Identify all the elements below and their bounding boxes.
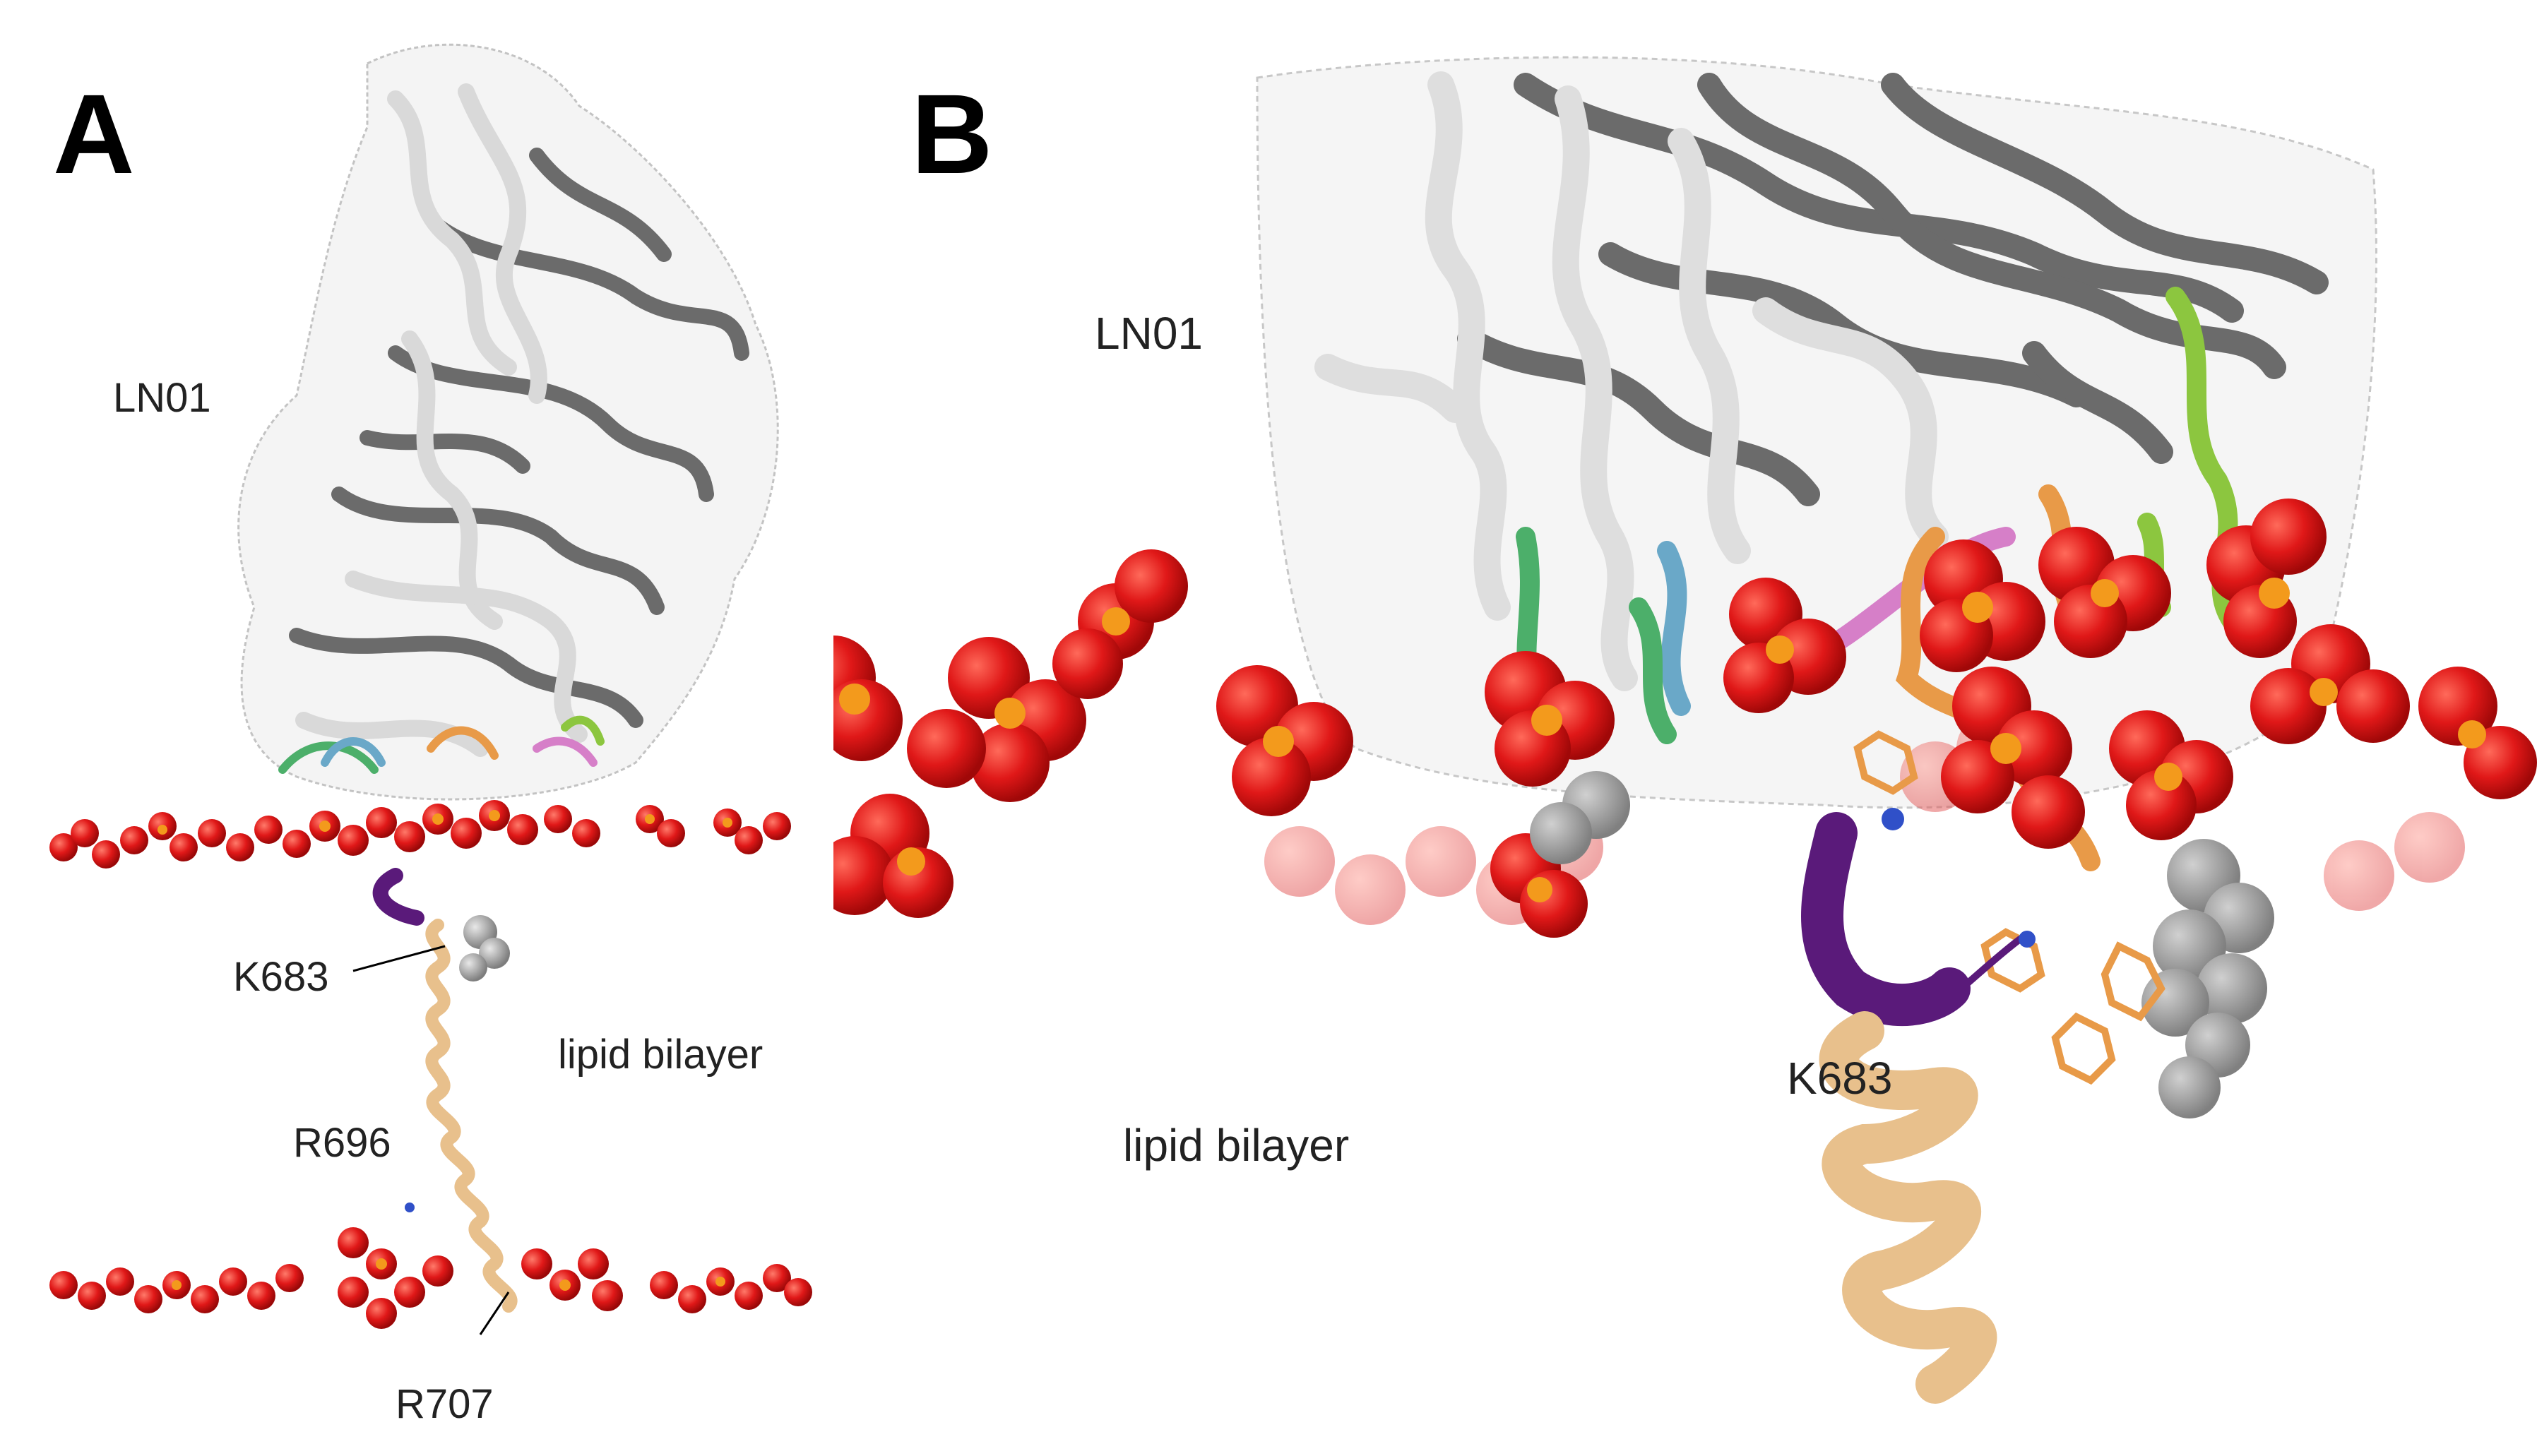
panel-b-structure-render [833,56,2537,1404]
panel-a-r696-label: R696 [293,1120,391,1166]
cdr-loops-zoom [1516,287,2242,871]
panel-b-ln01-label: LN01 [1095,308,1203,359]
panel-a-k683-label: K683 [233,954,329,1000]
ln01-light-chain-zoom [1314,71,1949,691]
ln01-light-chain [295,83,588,757]
panel-b-lipid-bilayer-label: lipid bilayer [1123,1120,1350,1171]
panel-a-ln01-label: LN01 [113,375,211,421]
panel-b-k683-label: K683 [1787,1053,1893,1104]
panel-b-letter: B [911,71,993,197]
panel-a: A LN01 lipid bilayer K683 R696 R707 [0,0,833,1456]
panel-a-lipid-bilayer-label: lipid bilayer [558,1032,764,1078]
panel-b: B LN01 lipid bilayer K683 [833,0,2537,1456]
phosphate-row-front [833,499,2537,938]
panel-a-structure-render [49,43,812,1335]
panel-a-letter: A [53,71,135,197]
k683-leader [352,945,446,972]
cdr-loops [278,715,605,774]
panel-a-r707-label: R707 [396,1381,494,1427]
hydrophobic-residues [459,915,510,981]
phosphate-row-upper [49,800,791,869]
basic-nitrogen [1882,808,1904,830]
ln01-heavy-chain [289,148,749,728]
r707-leader [479,1291,510,1335]
phosphate-row-lower [49,1227,812,1329]
hydrophobic-residues-zoom [1530,771,2274,1118]
mper-helix [372,868,518,1313]
r696-sidechain [405,1203,415,1212]
mper-helix-zoom [1801,812,1997,1404]
